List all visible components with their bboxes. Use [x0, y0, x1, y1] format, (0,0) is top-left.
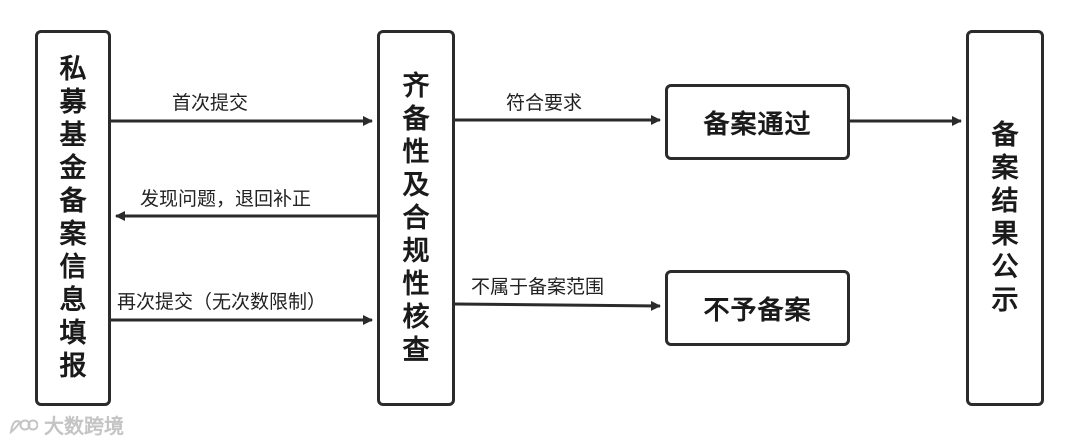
edge-label-first-submit: 首次提交: [172, 92, 249, 114]
edge-label-meets-requirements: 符合要求: [506, 92, 583, 114]
node-completeness-compliance-review: 齐备性及合规性核查: [377, 30, 455, 406]
node-filing-approved: 备案通过: [665, 84, 850, 160]
edge-label-out-of-scope: 不属于备案范围: [471, 276, 605, 298]
watermark-text: 大数跨境: [44, 414, 124, 438]
edge-label-return-for-fix: 发现问题，退回补正: [140, 188, 312, 210]
node-result-publication: 备案结果公示: [966, 30, 1044, 406]
edge-out-of-scope: [454, 300, 661, 311]
node-filing-approved-label: 备案通过: [703, 109, 812, 140]
brand-logo-icon: [9, 419, 38, 434]
node-fund-filing-info-label: 私募基金备案信息填报: [59, 54, 87, 382]
node-fund-filing-info: 私募基金备案信息填报: [35, 30, 111, 406]
node-result-publication-label: 备案结果公示: [991, 120, 1019, 316]
watermark: 大数跨境: [8, 410, 124, 439]
edge-label-resubmit: 再次提交（无次数限制）: [117, 291, 327, 313]
node-completeness-compliance-review-label: 齐备性及合规性核查: [402, 70, 430, 366]
node-filing-rejected-label: 不予备案: [703, 295, 812, 326]
node-filing-rejected: 不予备案: [665, 270, 850, 346]
